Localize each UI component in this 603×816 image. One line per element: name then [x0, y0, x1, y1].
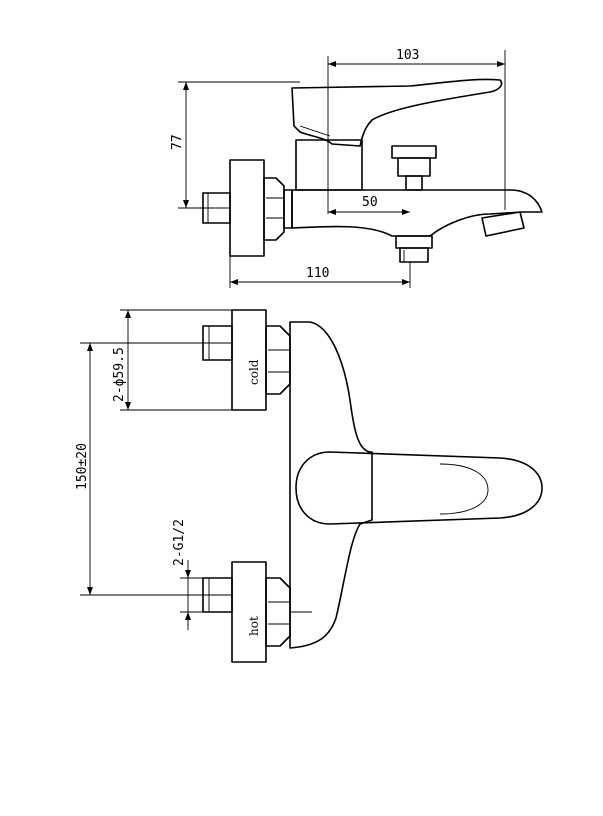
hot-label: hot [247, 616, 261, 636]
dim-thread: 2-G1/2 [172, 519, 187, 566]
bottom-outlet [395, 235, 433, 249]
cartridge-housing [295, 139, 363, 191]
cold-label: cold [247, 359, 261, 385]
hot-flange [231, 561, 267, 663]
dim-width-top: 103 [396, 48, 419, 63]
handle-lever [291, 78, 503, 147]
dim-height-top: 77 [170, 134, 185, 150]
dim-depth-bottom: 110 [306, 266, 329, 281]
side-view: 103 77 50 110 [170, 48, 543, 288]
dim-spout-offset: 50 [362, 195, 378, 210]
spout-outlet [481, 211, 525, 237]
hot-nut [265, 577, 291, 647]
front-lever [295, 451, 543, 525]
front-view: cold hot 2-ϕ59.5 150±20 2-G1/2 [75, 309, 543, 663]
diverter-knob [391, 145, 437, 159]
front-body [289, 321, 373, 649]
faucet-body [291, 189, 543, 237]
dim-hole-diameter: 2-ϕ59.5 [112, 347, 127, 402]
dim-center-distance: 150±20 [75, 443, 90, 490]
hex-nut [263, 177, 285, 241]
wall-flange [229, 159, 265, 257]
cold-nut [265, 325, 291, 395]
